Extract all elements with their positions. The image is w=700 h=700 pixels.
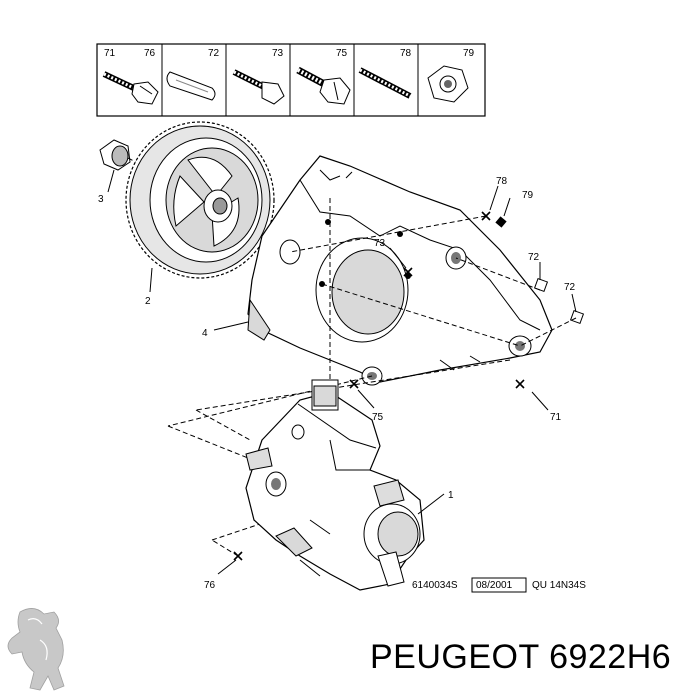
pump-sprocket	[125, 121, 275, 279]
reference-qu: QU 14N34S	[532, 580, 586, 591]
sleeve-icon	[166, 71, 216, 101]
peugeot-lion-logo	[7, 608, 65, 691]
bolt-icon	[232, 69, 285, 105]
legend-number: 79	[463, 48, 475, 59]
legend-number: 73	[272, 48, 284, 59]
legend-number: 72	[208, 48, 220, 59]
fastener-markers	[233, 211, 585, 561]
legend-number: 78	[400, 48, 412, 59]
pump-support-bracket	[247, 155, 553, 386]
bolt-with-washer-icon	[102, 71, 159, 105]
nut-icon	[427, 65, 469, 103]
callout-73: 73	[374, 238, 386, 249]
legend-number: 71	[104, 48, 116, 59]
callout-71: 71	[550, 412, 562, 423]
callout-76: 76	[204, 580, 216, 591]
callout-75: 75	[372, 412, 384, 423]
callout-1: 1	[448, 490, 454, 501]
reference-code: 6140034S 08/2001 QU 14N34S	[412, 577, 586, 593]
fastener-legend: 71 76 72 73 75 78 79	[96, 43, 486, 117]
reference-number: 6140034S	[412, 580, 458, 591]
stud-icon	[358, 67, 412, 99]
callout-78: 78	[496, 176, 508, 187]
callout-2: 2	[145, 296, 151, 307]
callout-3: 3	[98, 194, 104, 205]
legend-number: 76	[144, 48, 156, 59]
callout-labels: 2 3 4 1 71 72 72 73 75 76 78 79	[98, 176, 576, 591]
high-pressure-pump	[245, 379, 425, 591]
reference-date: 08/2001	[476, 580, 513, 591]
hex-bolt-icon	[296, 66, 351, 105]
brand-part-number: PEUGEOT 6922H6	[370, 638, 672, 676]
callout-72: 72	[528, 252, 540, 263]
leader-lines	[107, 169, 577, 575]
callout-72: 72	[564, 282, 576, 293]
legend-number: 75	[336, 48, 348, 59]
callout-79: 79	[522, 190, 534, 201]
callout-4: 4	[202, 328, 208, 339]
